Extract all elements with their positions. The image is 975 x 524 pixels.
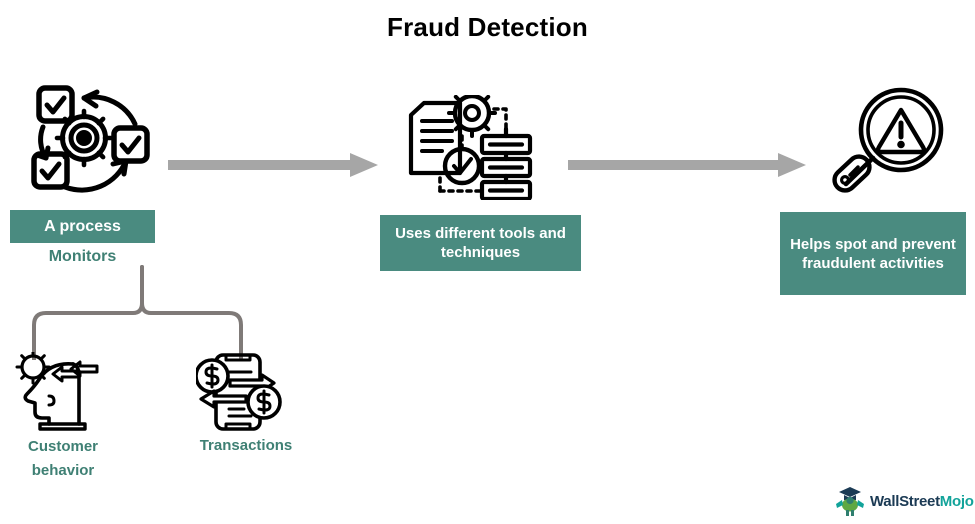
wallstreetmojo-mark-icon (833, 485, 867, 517)
wallstreetmojo-logo[interactable]: WallStreetMojo (833, 484, 974, 518)
logo-text-primary: WallStreet (870, 492, 940, 510)
document-gear-database-icon (398, 88, 538, 202)
logo-text-accent: Mojo (939, 492, 974, 510)
logo-text: WallStreetMojo (870, 493, 974, 510)
flow-arrow-1 (168, 152, 378, 178)
page-title: Fraud Detection (387, 12, 588, 42)
step-label-tools: Uses different tools and techniques (380, 215, 581, 271)
money-exchange-arrows-icon (194, 352, 288, 432)
flow-arrow-2 (568, 152, 806, 178)
bracket-connector (30, 265, 260, 362)
process-cycle-gear-checkbox-icon (22, 82, 157, 197)
step-label-outcome: Helps spot and prevent fraudulent activi… (780, 212, 966, 295)
step-label-a-process: A process (10, 210, 155, 243)
head-gear-arrows-icon (13, 349, 113, 432)
monitored-item-label-customer-behavior: Customer behavior (27, 438, 98, 479)
magnifier-warning-icon (830, 85, 948, 197)
monitored-item-label-transactions: Transactions (199, 437, 293, 454)
monitors-label: Monitors (48, 248, 117, 265)
